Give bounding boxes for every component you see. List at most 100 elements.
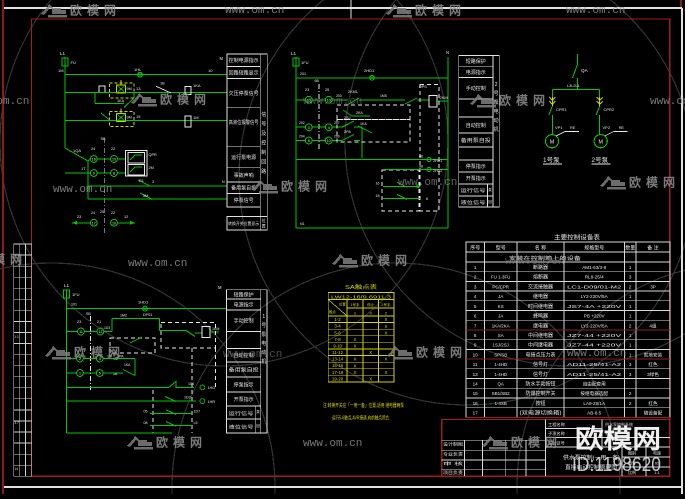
svg-text:电源指示: 电源指示 [234,301,254,308]
svg-text:液位信号: 液位信号 [229,424,255,431]
svg-text:2: 2 [629,284,632,289]
svg-text:23: 23 [77,215,81,219]
svg-text:5: 5 [474,304,477,309]
svg-text:201: 201 [300,72,306,76]
svg-text:JZ7-44 +220V: JZ7-44 +220V [567,333,623,338]
svg-text:高液位报警信号: 高液位报警信号 [229,119,259,126]
svg-text:1B: 1B [160,82,165,86]
svg-text:5-6: 5-6 [334,330,341,335]
svg-text:21: 21 [97,320,101,324]
svg-text:欧模网: 欧模网 [70,3,121,18]
svg-text:1FU: 1FU [301,60,309,65]
svg-text:www.om.cn: www.om.cn [567,348,626,360]
svg-text:QA: QA [581,68,589,73]
svg-text:22: 22 [111,147,115,151]
svg-text:AD11-25/41-A2: AD11-25/41-A2 [567,362,622,367]
svg-text:熔断器: 熔断器 [533,274,548,281]
svg-text:L5: L5 [194,421,198,425]
svg-text:23: 23 [77,320,81,324]
svg-text:L1: L1 [291,51,297,56]
svg-text:1-2: 1-2 [334,317,341,322]
svg-text:2M: 2M [149,166,154,170]
svg-text:号: 号 [261,323,266,329]
svg-text:L1: L1 [60,51,66,56]
svg-text:1KA: 1KA [117,99,125,103]
svg-text:10: 10 [327,139,331,143]
svg-text:回路短路显示: 回路短路显示 [229,69,259,76]
svg-text:1号泵: 1号泵 [543,156,560,164]
svg-text:SP/SB: SP/SB [494,352,507,357]
svg-text:备 注: 备 注 [647,245,658,252]
svg-text:子项名称: 子项名称 [548,430,565,437]
svg-text:3: 3 [474,284,477,289]
svg-text:AM1-63/3-8: AM1-63/3-8 [582,265,606,270]
svg-text:数量: 数量 [625,245,635,252]
svg-text:序号: 序号 [470,245,480,252]
svg-text:PC/CPR: PC/CPR [492,284,509,289]
svg-text:L1: L1 [64,283,70,288]
svg-text:短路保护: 短路保护 [466,58,486,65]
svg-text:23: 23 [305,88,309,92]
svg-text:2KM1: 2KM1 [348,90,358,94]
svg-text:1D7: 1D7 [194,410,201,414]
svg-text:号: 号 [261,122,266,128]
svg-text:1KM: 1KM [212,327,219,331]
svg-text:QA: QA [498,382,504,387]
svg-text:1HD1: 1HD1 [138,300,149,305]
svg-text:www.om.cn: www.om.cn [505,256,564,268]
svg-text:置: 置 [262,224,266,229]
svg-text:动: 动 [261,349,266,356]
svg-text:设计证号: 设计证号 [548,440,565,447]
svg-text:电施: 电施 [653,450,661,456]
svg-text:3绿色: 3绿色 [647,371,659,377]
svg-text:2: 2 [629,323,632,328]
svg-text:供水泵控制(一用一备): 供水泵控制(一用一备) [563,454,620,462]
svg-text:AD11-25/41-A2: AD11-25/41-A2 [567,372,622,377]
svg-text:1QA: 1QA [73,148,81,153]
svg-text:自由配套用: 自由配套用 [583,381,606,388]
svg-text:RE: RE [570,126,576,130]
svg-text:10: 10 [473,352,479,357]
svg-text:15: 15 [136,114,141,119]
svg-text:(双电源切换箱): (双电源切换箱) [520,410,562,417]
svg-text:泵: 泵 [494,100,499,106]
svg-text:1HL: 1HL [134,67,142,72]
svg-text:2KM: 2KM [440,95,448,100]
svg-text:泵房: 泵房 [605,430,613,436]
svg-text:1T: 1T [81,166,86,171]
svg-text:项目负责: 项目负责 [443,469,463,476]
svg-text:1M2: 1M2 [120,314,127,318]
svg-text:X: X [385,330,388,335]
svg-text:3: 3 [152,180,154,184]
svg-text:8: 8 [308,139,310,143]
svg-text:1D3: 1D3 [104,326,110,330]
svg-text:1-4HD: 1-4HD [494,362,507,367]
svg-text:14: 14 [473,382,479,387]
svg-text:FU 1-3FU: FU 1-3FU [491,275,510,280]
svg-text:13: 13 [473,372,479,377]
svg-text:设计制图: 设计制图 [443,441,463,448]
svg-text:事故声响: 事故声响 [234,172,254,179]
svg-text:2KA: 2KA [356,111,363,115]
svg-text:2: 2 [629,401,632,406]
svg-text:M: M [550,140,555,146]
svg-text:红色: 红色 [648,361,658,367]
svg-text:M: M [218,285,222,290]
svg-text:13: 13 [136,86,141,91]
svg-text:9: 9 [93,172,95,176]
svg-text:欧模网: 欧模网 [575,424,661,454]
svg-text:欠压停泵信号: 欠压停泵信号 [229,90,259,97]
svg-text:X: X [354,363,357,368]
svg-text:AB-8.5: AB-8.5 [587,411,601,416]
svg-text:M: M [598,140,603,146]
svg-text:www.om.cn: www.om.cn [0,96,29,108]
svg-text:红色: 红色 [648,400,658,406]
svg-text:3-4: 3-4 [334,324,341,329]
svg-text:JA: JA [498,294,503,299]
svg-text:6: 6 [474,314,477,319]
svg-text:欧模网: 欧模网 [511,435,562,450]
svg-text:1: 1 [79,372,81,376]
svg-text:104: 104 [188,382,194,386]
svg-text:207: 207 [334,121,340,125]
svg-text:泵: 泵 [488,187,492,192]
